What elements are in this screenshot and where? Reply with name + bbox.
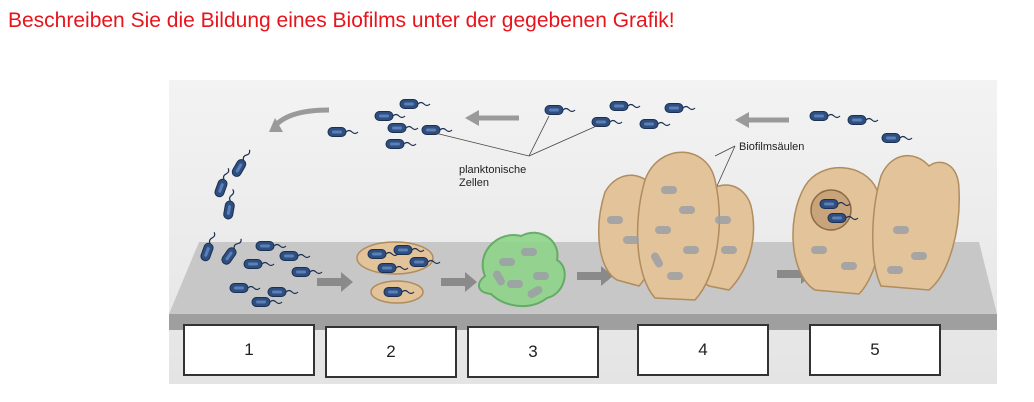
biofilm-formation-diagram: planktonische Zellen Biofilmsäulen xyxy=(169,80,997,384)
stage-box-2: 2 xyxy=(325,326,457,378)
stage2-attachment xyxy=(356,241,441,304)
pointer-lines xyxy=(430,115,736,187)
arrow-head-3 xyxy=(269,118,283,132)
stage-box-1: 1 xyxy=(183,324,315,376)
planktonic-label-line2: Zellen xyxy=(459,177,489,189)
task-heading: Beschreiben Sie die Bildung eines Biofil… xyxy=(8,9,675,32)
diagram-canvas: planktonische Zellen Biofilmsäulen xyxy=(169,80,997,384)
stage4-columns xyxy=(598,151,755,301)
planktonic-label-line1: planktonische xyxy=(459,164,526,176)
stage-box-3: 3 xyxy=(467,326,599,378)
arrow-head-2 xyxy=(465,110,479,126)
stage3-microcolony xyxy=(478,231,566,308)
columns-label: Biofilmsäulen xyxy=(739,141,804,153)
stage5-dispersal xyxy=(792,154,960,295)
stage-box-5: 5 xyxy=(809,324,941,376)
stage-box-4: 4 xyxy=(637,324,769,376)
arrow-head-1 xyxy=(735,112,749,128)
